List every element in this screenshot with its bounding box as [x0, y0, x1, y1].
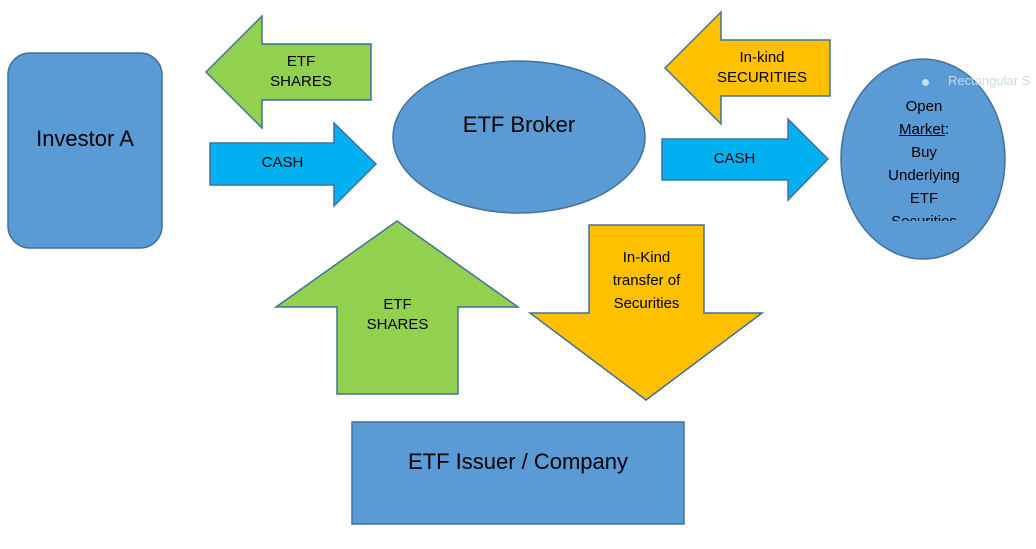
market-colon: : — [944, 121, 949, 138]
open-market-node[interactable] — [840, 58, 1006, 260]
etf-shares-up-line2: SHARES — [366, 315, 429, 333]
inkind-securities-line2: SECURITIES — [716, 68, 807, 86]
broker-label: ETF Broker — [462, 112, 576, 137]
inkind-transfer-label: In-Kind transfer of Securities — [589, 246, 704, 315]
etf-shares-up-arrow[interactable] — [273, 220, 521, 395]
investor-node[interactable] — [7, 52, 163, 249]
open-market-line4: Underlying — [888, 167, 960, 184]
open-market-line2: Market: — [866, 118, 982, 141]
cash-label-1: CASH — [261, 154, 304, 171]
market-word: Market — [898, 121, 945, 138]
inkind-securities-label: In-kind SECURITIES — [700, 48, 824, 87]
cash-right-arrow-1[interactable] — [209, 121, 378, 208]
inkind-transfer-line1: In-Kind — [622, 249, 671, 266]
open-market-label: Open Market: Buy Underlying ETF Securiti… — [866, 95, 982, 221]
open-market-line6: Securities — [866, 210, 982, 221]
inkind-securities-left-arrow[interactable] — [663, 10, 831, 126]
broker-node[interactable] — [392, 60, 646, 214]
cash-right-arrow-2[interactable] — [661, 117, 830, 202]
etf-shares-left-line2: SHARES — [270, 72, 332, 90]
etf-shares-left-line1: ETF — [286, 53, 316, 70]
open-market-line3: Buy — [911, 144, 937, 161]
etf-shares-up-label: ETF SHARES — [337, 295, 458, 334]
inkind-transfer-line3: Securities — [613, 295, 680, 312]
etf-shares-left-label: ETF SHARES — [245, 52, 357, 91]
open-market-line1: Open — [905, 98, 943, 115]
ghost-bullet-icon — [922, 79, 929, 86]
issuer-node[interactable] — [351, 421, 685, 525]
ghost-tooltip: Rectangular S — [948, 73, 1031, 88]
inkind-securities-line1: In-kind — [739, 49, 785, 66]
cash-label-2: CASH — [713, 150, 756, 167]
etf-shares-up-line1: ETF — [383, 296, 412, 313]
investor-label: Investor A — [36, 126, 134, 151]
open-market-line5: ETF — [909, 190, 939, 207]
inkind-transfer-down-arrow[interactable] — [527, 224, 765, 401]
inkind-transfer-line2: transfer of — [612, 272, 681, 289]
etf-shares-left-arrow[interactable] — [204, 14, 372, 130]
issuer-label: ETF Issuer / Company — [407, 449, 629, 474]
